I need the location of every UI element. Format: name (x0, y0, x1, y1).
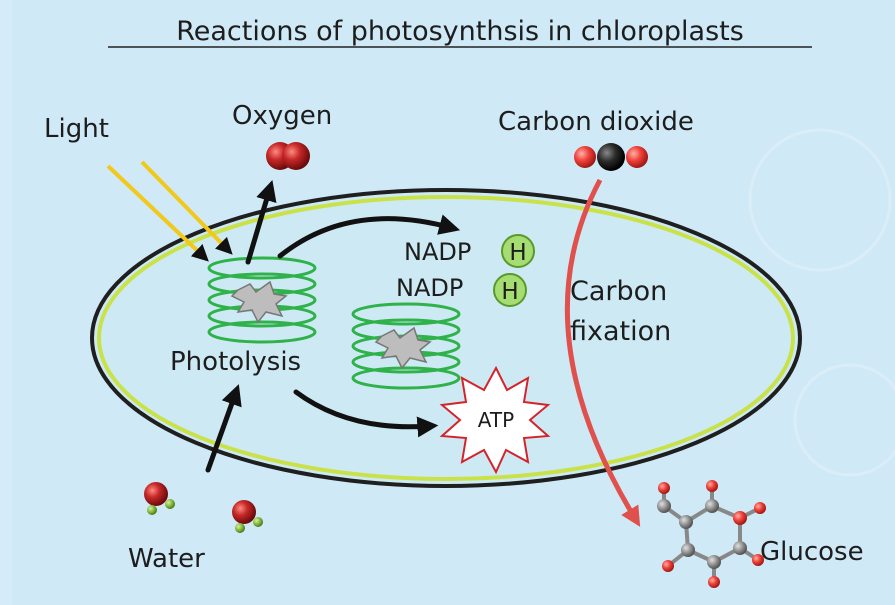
carbon-dioxide-label: Carbon dioxide (498, 107, 694, 137)
hydrogen-badge-icon: H (493, 273, 527, 307)
chloroplast-inner-membrane (97, 195, 795, 481)
light-label: Light (44, 114, 109, 144)
thylakoid-stack-photolysis-icon (207, 256, 317, 344)
arrow-to-nadph (277, 214, 461, 259)
arrow-to-atp (293, 389, 439, 438)
water-molecule-icon (232, 500, 263, 533)
diagram-title: Reactions of photosynthsis in chloroplas… (176, 16, 744, 47)
nadph-label-2: NADP (396, 274, 463, 302)
nadph-label-1: NADP (404, 238, 471, 266)
light-rays-icon (106, 160, 233, 262)
atp-label: ATP (478, 408, 514, 432)
carbon-fixation-arrow (564, 178, 641, 527)
photolysis-label: Photolysis (170, 347, 301, 377)
water-molecule-icon (144, 482, 175, 515)
arrow-to-oxygen (245, 179, 277, 265)
carbon-dioxide-molecule-icon (574, 143, 648, 171)
oxygen-molecule-icon (266, 142, 310, 170)
oxygen-label: Oxygen (232, 101, 332, 131)
atp-burst-icon: ATP (439, 365, 551, 475)
arrow-from-water (205, 384, 242, 473)
thylakoid-stack-icon (351, 302, 461, 390)
water-label: Water (128, 544, 205, 574)
carbon-fixation-label-line2: fixation (570, 316, 671, 347)
nadph-h-1: H (509, 240, 526, 266)
process-arrows (205, 179, 461, 473)
glucose-label: Glucose (760, 537, 864, 567)
carbon-fixation-label-line1: Carbon (570, 276, 667, 307)
glucose-molecule-icon (657, 480, 766, 588)
hydrogen-badge-icon: H (501, 234, 535, 268)
nadph-h-2: H (501, 279, 518, 305)
